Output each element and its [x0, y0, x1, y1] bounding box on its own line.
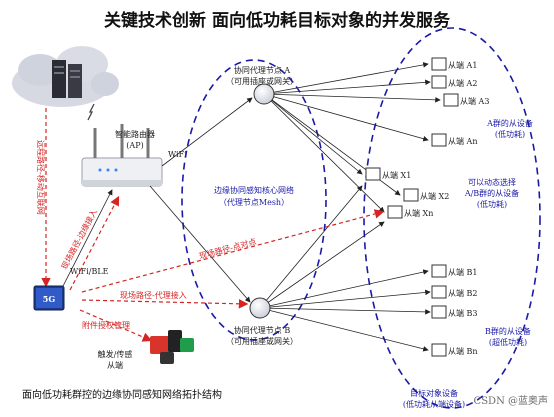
footer-caption: 面向低功耗群控的边缘协同感知网络拓扑结构	[22, 388, 222, 401]
phone-label: 5G	[43, 294, 56, 304]
accessory-path-line	[79, 309, 153, 342]
remote-path-label: 远程路径-移动互联网	[36, 140, 46, 215]
proxy-b-label: 协同代理节点 B	[234, 325, 291, 335]
core-network-label: 边缘协同感知核心网络	[214, 185, 294, 195]
router-icon	[81, 124, 163, 187]
slave-a1: 从端 A1	[448, 60, 477, 70]
slave-xn: 从端 Xn	[404, 208, 433, 218]
p2p-path-line	[81, 209, 385, 293]
slave-b1: 从端 B1	[448, 267, 478, 277]
slave-a3: 从端 A3	[460, 96, 489, 106]
core-network-sublabel: （代理节点Mesh）	[219, 197, 289, 207]
proxy-node-a	[253, 83, 275, 105]
proxy-a-label: 协同代理节点 A	[234, 65, 291, 75]
target-sublabel: (低功耗从端设备)	[403, 399, 465, 409]
proxy-b-sublabel: （可用插座或网关）	[226, 336, 298, 346]
slave-x2: 从端 X2	[420, 191, 449, 201]
edge-path-label: 现场路径-边缘接入	[59, 207, 99, 271]
wifi-ble-label: WiFi/BLE	[70, 267, 109, 276]
group-x-power: (低功耗)	[477, 199, 507, 209]
group-a-sublabel: (低功耗)	[495, 129, 525, 139]
sensor-label: 触发/传感	[98, 349, 133, 359]
sensor-devices-icon	[150, 330, 194, 364]
sensor-sublabel: 从端	[107, 360, 123, 370]
core-network-boundary	[181, 59, 327, 341]
phone-icon	[33, 285, 65, 311]
group-b-sublabel: (超低功耗)	[489, 337, 527, 347]
slave-a2: 从端 A2	[448, 78, 477, 88]
slave-group-b	[431, 264, 447, 357]
accessory-label: 附件授权管理	[82, 320, 130, 330]
slave-an: 从端 An	[448, 136, 477, 146]
slave-x1: 从端 X1	[382, 170, 411, 180]
slave-b3: 从端 B3	[448, 308, 478, 318]
target-devices-boundary	[363, 27, 541, 409]
group-x-label: 可以动态选择	[468, 177, 516, 187]
slave-b2: 从端 B2	[448, 288, 478, 298]
slave-bn: 从端 Bn	[448, 346, 478, 356]
edge-path-line	[69, 195, 120, 291]
page-title: 关键技术创新 面向低功耗目标对象的并发服务	[104, 10, 451, 31]
proxy-node-b	[249, 297, 271, 319]
proxy-path-line	[81, 299, 249, 309]
router-label-ap: (AP)	[126, 141, 143, 150]
watermark: CSDN @蓝奥声	[474, 394, 548, 407]
p2p-path-label: 现场路径-点对点	[198, 236, 257, 261]
group-x-sublabel: A/B群的从设备	[464, 188, 519, 198]
group-b-label: B群的从设备	[485, 326, 531, 336]
target-label: 目标对象设备	[410, 388, 458, 398]
slave-group-a	[431, 57, 459, 147]
group-a-label: A群的从设备	[486, 118, 533, 128]
link-icon	[87, 103, 95, 121]
router-label: 智能路由器	[115, 129, 155, 139]
cloud-icon	[12, 46, 119, 107]
proxy-path-label: 现场路径-代理接入	[120, 290, 187, 300]
proxy-a-sublabel: （可用插座或网关）	[226, 76, 298, 86]
slave-group-x	[365, 167, 419, 219]
